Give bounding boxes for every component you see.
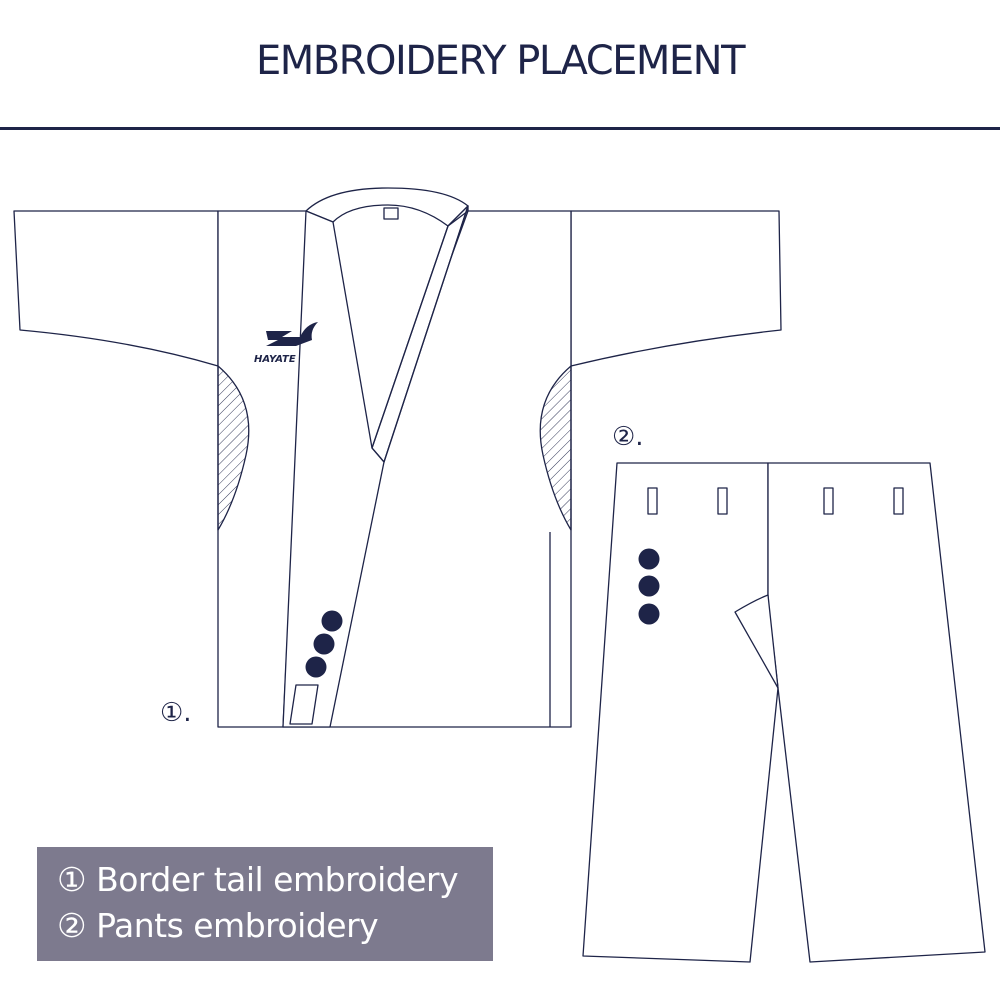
pants-embroidery-dot (638, 575, 660, 597)
jacket-illustration (13, 187, 782, 728)
jacket-embroidery-dot (321, 610, 343, 632)
jacket-left-gusset (217, 365, 250, 531)
jacket-left-sleeve (13, 210, 219, 367)
jacket-embroidery-dots (305, 610, 343, 678)
jacket-embroidery-dot (305, 656, 327, 678)
page-title: EMBROIDERY PLACEMENT (255, 38, 746, 84)
header-divider (0, 127, 1000, 130)
pants-belt-loop (717, 487, 728, 515)
hayate-logo: HAYATE (254, 322, 318, 365)
pants-illustration (582, 462, 986, 963)
pants-embroidery-dot (638, 548, 660, 570)
pants-belt-loop (823, 487, 834, 515)
pants-crotch-flap (734, 594, 779, 689)
legend-item-border-tail: ① Border tail embroidery (57, 860, 459, 899)
pants-marker-label: ②. (612, 422, 644, 452)
jacket-embroidery-dot (313, 633, 335, 655)
legend-box: ① Border tail embroidery ② Pants embroid… (37, 847, 493, 961)
jacket-border-tail-label (289, 684, 319, 725)
pants-right-leg (767, 462, 986, 963)
pants-belt-loop (893, 487, 904, 515)
pants-left-leg (582, 462, 779, 963)
jacket-marker-label: ①. (160, 698, 192, 728)
jacket-lapel-band-front (371, 205, 469, 463)
legend-item-pants: ② Pants embroidery (57, 906, 379, 945)
pants-belt-loop (647, 487, 658, 515)
pants-embroidery-dot (638, 603, 660, 625)
hayate-logo-text: HAYATE (254, 354, 296, 365)
jacket-right-gusset (539, 365, 572, 531)
jacket-neck-tag (383, 207, 399, 220)
hayate-logo-mark (266, 322, 318, 346)
pants-embroidery-dots (638, 548, 660, 625)
jacket-right-sleeve (570, 210, 782, 367)
